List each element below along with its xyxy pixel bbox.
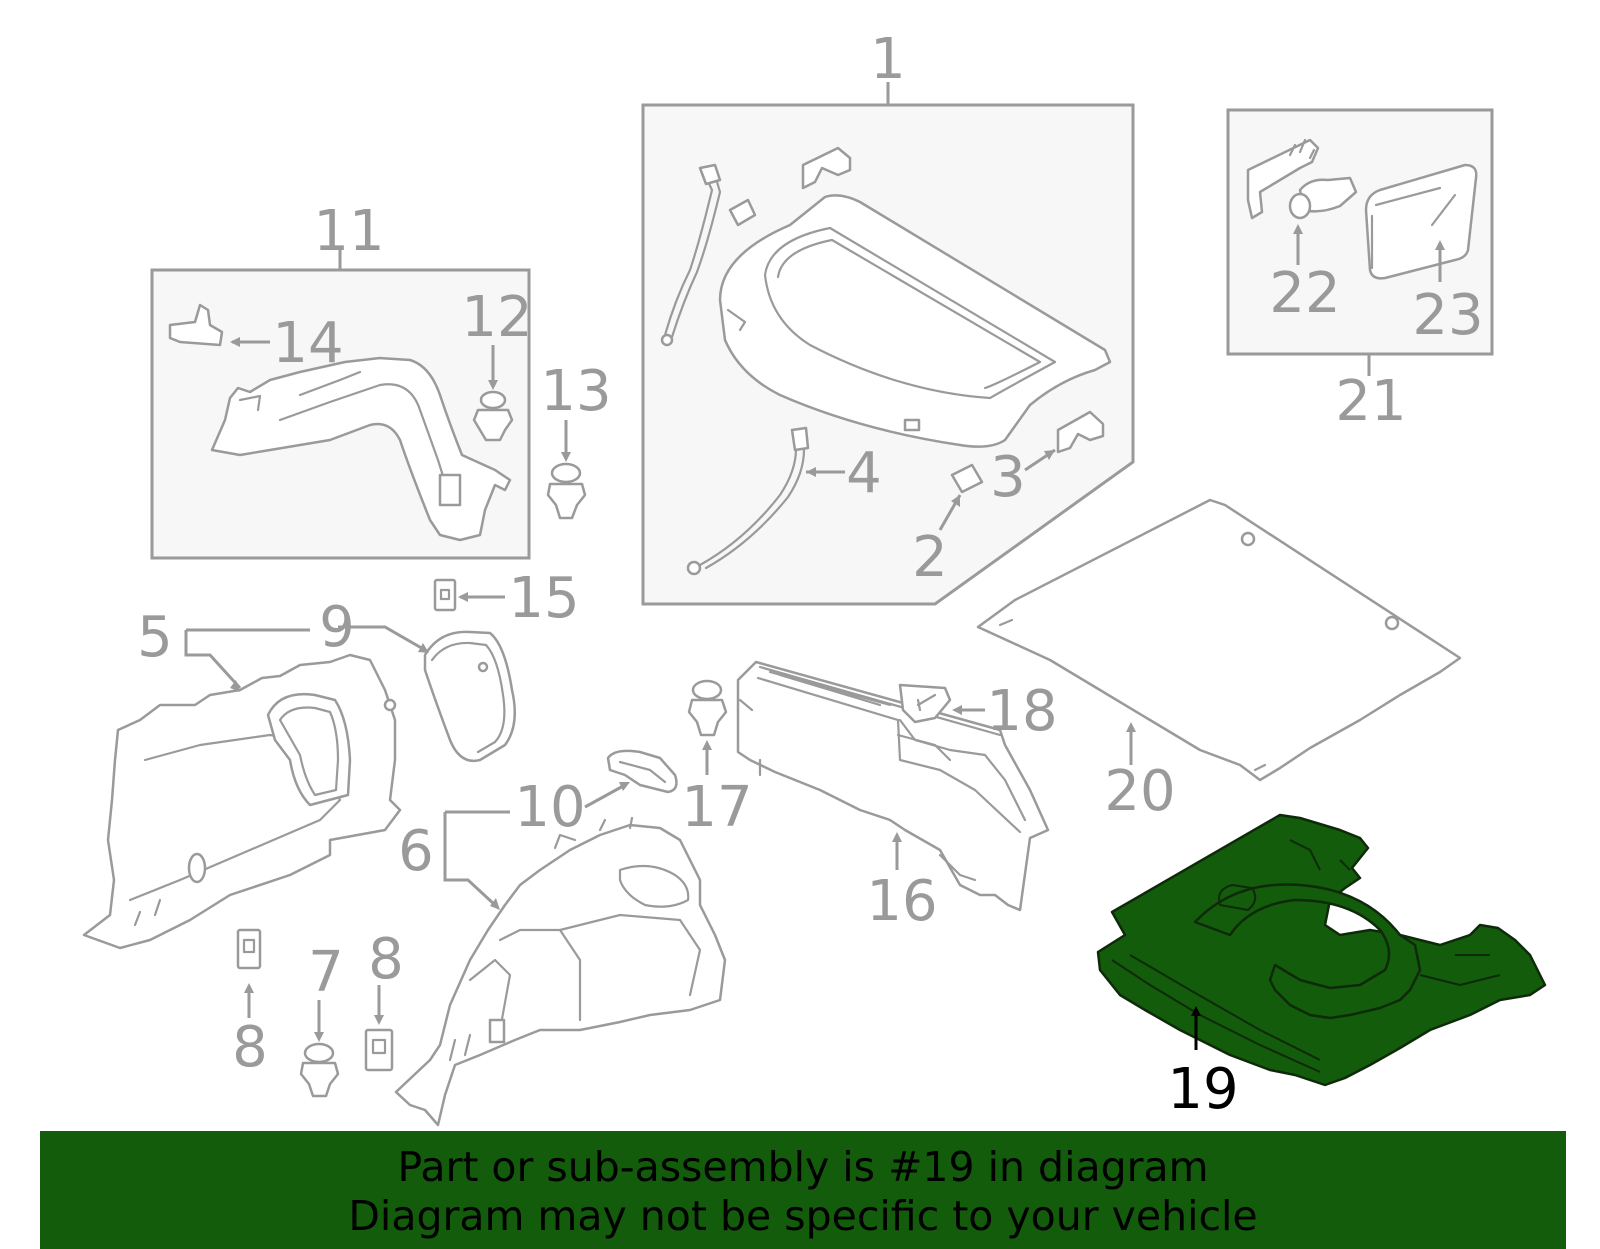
- label-3: 3: [990, 445, 1026, 510]
- part-15-clip: [433, 578, 457, 612]
- part-21-bracket: [1246, 138, 1320, 220]
- label-7: 7: [308, 940, 344, 1005]
- part-18-cover: [898, 683, 952, 724]
- part-2-clip: [950, 463, 984, 494]
- label-6: 6: [398, 819, 434, 884]
- quarter-trim-upper-part: [210, 356, 512, 542]
- part-3-bracket: [1056, 410, 1105, 454]
- label-23: 23: [1412, 283, 1483, 348]
- part-16-scuff-plate: [736, 660, 1050, 912]
- part-22-bulb: [1288, 176, 1358, 220]
- label-17: 17: [681, 775, 752, 840]
- part-9-cover: [423, 630, 517, 763]
- part-20-floor-cover: [976, 498, 1462, 782]
- label-18: 18: [986, 679, 1057, 744]
- part-8-clip-b: [364, 1028, 394, 1072]
- label-16: 16: [866, 869, 937, 934]
- label-5: 5: [137, 605, 173, 670]
- label-14: 14: [272, 311, 343, 376]
- part-12-clip: [472, 390, 514, 442]
- label-22: 22: [1269, 261, 1340, 326]
- package-tray-part: [718, 194, 1112, 448]
- label-12: 12: [461, 285, 532, 350]
- label-9: 9: [319, 595, 355, 660]
- part-19-tire-tray-highlighted: [1096, 813, 1547, 1087]
- label-13: 13: [540, 359, 611, 424]
- part-23-lamp: [1364, 163, 1478, 280]
- part-10-bracket: [606, 749, 678, 794]
- label-4: 4: [846, 441, 882, 506]
- info-banner: Part or sub-assembly is #19 in diagram D…: [40, 1131, 1566, 1249]
- label-8b: 8: [368, 927, 404, 992]
- part-17-clip: [687, 679, 728, 737]
- label-15: 15: [508, 566, 579, 631]
- part-7-clip: [299, 1042, 340, 1098]
- label-10: 10: [514, 775, 585, 840]
- label-8a: 8: [232, 1015, 268, 1080]
- label-11: 11: [313, 199, 384, 264]
- banner-line-1: Part or sub-assembly is #19 in diagram: [397, 1143, 1209, 1191]
- label-2: 2: [912, 525, 948, 590]
- label-20: 20: [1104, 759, 1175, 824]
- label-1: 1: [870, 27, 906, 92]
- part-13-clip: [546, 462, 587, 520]
- part-6-quarter-trim: [394, 816, 727, 1127]
- part-8-clip-a: [236, 928, 262, 970]
- banner-line-2: Diagram may not be specific to your vehi…: [348, 1192, 1258, 1240]
- label-21: 21: [1335, 369, 1406, 434]
- part-5-quarter-trim: [82, 653, 402, 950]
- part-14-bracket: [168, 303, 224, 347]
- label-19-highlighted: 19: [1167, 1057, 1238, 1122]
